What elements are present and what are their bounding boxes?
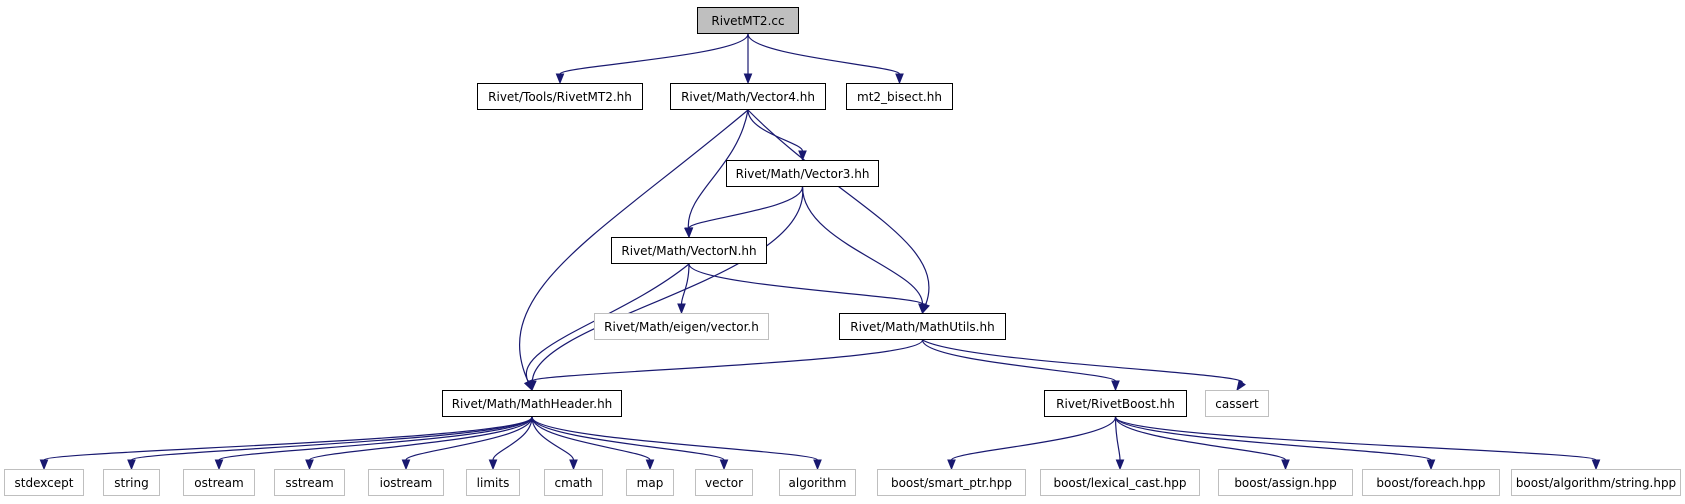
arrowhead-mathheader-to-algorithm bbox=[813, 459, 822, 471]
node-eigen-vector-h[interactable]: Rivet/Math/eigen/vector.h bbox=[594, 313, 769, 340]
arrowhead-vector4-to-vector3 bbox=[798, 150, 807, 162]
edge-rivetmt2_cc-to-mt2_bisect bbox=[747, 33, 901, 75]
edge-mathheader-to-stdexcept bbox=[43, 416, 533, 461]
edge-vector4-to-vectorn bbox=[687, 109, 749, 229]
arrowhead-mathheader-to-cmath bbox=[569, 459, 578, 471]
node-string[interactable]: string bbox=[103, 469, 160, 496]
arrowhead-mathheader-to-stdexcept bbox=[39, 459, 49, 471]
arrowhead-mathheader-to-ostream bbox=[214, 459, 224, 471]
edge-mathutils-to-cassert bbox=[922, 339, 1243, 384]
node-tools-rivetmt2-hh[interactable]: Rivet/Tools/RivetMT2.hh bbox=[477, 83, 643, 110]
arrowhead-mathheader-to-string bbox=[127, 459, 136, 471]
arrowhead-mathheader-to-sstream bbox=[305, 459, 314, 471]
node-mathutils-hh[interactable]: Rivet/Math/MathUtils.hh bbox=[839, 313, 1006, 340]
edge-mathheader-to-ostream bbox=[218, 416, 533, 461]
node-map[interactable]: map bbox=[626, 469, 674, 496]
edge-mathheader-to-map bbox=[531, 416, 651, 461]
edge-rivetboost-to-assign bbox=[1114, 416, 1287, 461]
edge-vector4-to-mathheader bbox=[518, 109, 749, 383]
arrowhead-rivetmt2_cc-to-vector4 bbox=[743, 73, 753, 85]
arrowhead-rivetboost-to-algo_string bbox=[1591, 459, 1601, 471]
node-boost-lexical-cast-hpp[interactable]: boost/lexical_cast.hpp bbox=[1040, 469, 1200, 496]
node-mt2-bisect-hh[interactable]: mt2_bisect.hh bbox=[846, 83, 953, 110]
node-limits[interactable]: limits bbox=[466, 469, 520, 496]
arrowhead-rivetboost-to-foreach bbox=[1426, 459, 1436, 471]
edge-mathutils-to-mathheader bbox=[531, 339, 924, 382]
node-boost-foreach-hpp[interactable]: boost/foreach.hpp bbox=[1362, 469, 1500, 496]
edge-vectorn-to-eigen_vector bbox=[680, 263, 690, 305]
edge-rivetmt2_cc-to-tools_rivetmt2 bbox=[559, 33, 749, 75]
edge-mathheader-to-string bbox=[130, 416, 533, 461]
arrowhead-rivetmt2_cc-to-mt2_bisect bbox=[895, 73, 904, 85]
arrowhead-mathutils-to-mathheader bbox=[527, 380, 537, 392]
arrowhead-rivetmt2_cc-to-tools_rivetmt2 bbox=[555, 73, 565, 85]
node-algorithm[interactable]: algorithm bbox=[779, 469, 856, 496]
edge-vectorn-to-mathutils bbox=[688, 263, 924, 305]
edge-rivetboost-to-foreach bbox=[1114, 416, 1432, 461]
arrowhead-mathutils-to-rivetboost bbox=[1111, 380, 1120, 392]
node-vector[interactable]: vector bbox=[695, 469, 753, 496]
edge-rivetboost-to-algo_string bbox=[1114, 416, 1597, 461]
node-ostream[interactable]: ostream bbox=[183, 469, 255, 496]
node-vector4-hh[interactable]: Rivet/Math/Vector4.hh bbox=[670, 83, 826, 110]
node-rivetmt2-cc[interactable]: RivetMT2.cc bbox=[697, 7, 799, 34]
arrowhead-vectorn-to-mathutils bbox=[918, 303, 927, 315]
node-vector3-hh[interactable]: Rivet/Math/Vector3.hh bbox=[726, 160, 879, 187]
node-cassert[interactable]: cassert bbox=[1205, 390, 1269, 417]
node-stdexcept[interactable]: stdexcept bbox=[4, 469, 84, 496]
arrowhead-vector3-to-vectorn bbox=[684, 227, 694, 239]
edge-mathheader-to-limits bbox=[492, 416, 533, 461]
edge-vector3-to-mathheader bbox=[531, 186, 804, 382]
node-iostream[interactable]: iostream bbox=[368, 469, 444, 496]
arrowhead-vectorn-to-eigen_vector bbox=[677, 303, 686, 315]
edge-vector4-to-mathutils bbox=[747, 109, 930, 305]
arrowhead-mathheader-to-map bbox=[645, 459, 655, 471]
node-sstream[interactable]: sstream bbox=[274, 469, 345, 496]
arrowhead-mathheader-to-iostream bbox=[401, 459, 411, 471]
edge-mathheader-to-algorithm bbox=[531, 416, 819, 461]
arrowhead-mathutils-to-cassert bbox=[1236, 379, 1246, 392]
edge-mathheader-to-cmath bbox=[531, 416, 575, 461]
node-rivetboost-hh[interactable]: Rivet/RivetBoost.hh bbox=[1044, 390, 1187, 417]
node-mathheader-hh[interactable]: Rivet/Math/MathHeader.hh bbox=[442, 390, 622, 417]
arrowhead-mathheader-to-limits bbox=[488, 459, 498, 471]
edge-vector3-to-mathutils bbox=[801, 186, 924, 305]
edge-mathheader-to-iostream bbox=[405, 416, 533, 461]
edge-rivetboost-to-smart_ptr bbox=[950, 416, 1117, 461]
arrowhead-rivetboost-to-lexical_cast bbox=[1115, 459, 1125, 471]
edge-rivetboost-to-lexical_cast bbox=[1114, 416, 1121, 461]
node-boost-smart-ptr-hpp[interactable]: boost/smart_ptr.hpp bbox=[877, 469, 1026, 496]
node-boost-algorithm-string-hpp[interactable]: boost/algorithm/string.hpp bbox=[1511, 469, 1681, 496]
arrowhead-rivetboost-to-smart_ptr bbox=[947, 459, 956, 471]
node-cmath[interactable]: cmath bbox=[544, 469, 603, 496]
edge-vectorn-to-mathheader bbox=[525, 263, 690, 383]
edge-vector4-to-vector3 bbox=[747, 109, 804, 152]
edge-mathheader-to-sstream bbox=[308, 416, 533, 461]
node-boost-assign-hpp[interactable]: boost/assign.hpp bbox=[1218, 469, 1353, 496]
arrowhead-mathheader-to-vector bbox=[719, 459, 729, 471]
node-vectorn-hh[interactable]: Rivet/Math/VectorN.hh bbox=[611, 237, 767, 264]
edge-mathheader-to-vector bbox=[531, 416, 725, 461]
edge-vector3-to-vectorn bbox=[688, 186, 804, 229]
arrowhead-rivetboost-to-assign bbox=[1281, 459, 1290, 471]
edge-mathutils-to-rivetboost bbox=[921, 339, 1117, 382]
